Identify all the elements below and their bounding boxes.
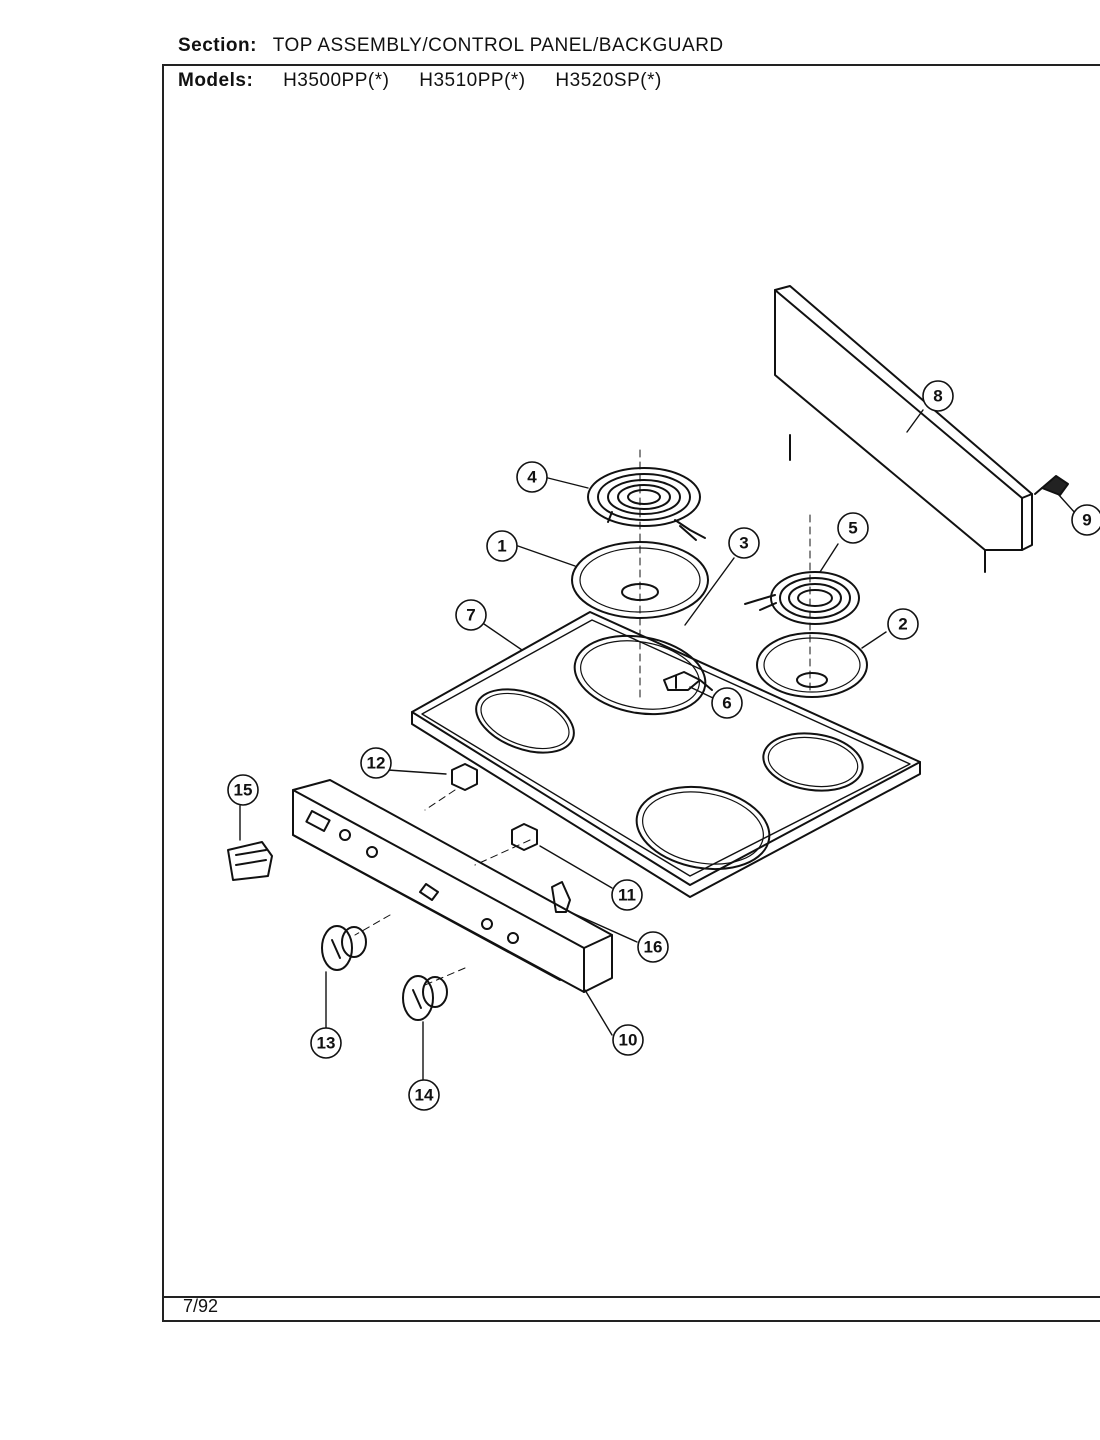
indicator-light — [227, 841, 273, 881]
backguard-panel — [774, 285, 1033, 573]
model-h3520sp: H3520SP(*) — [555, 70, 662, 91]
callout-8: 8 — [933, 387, 942, 406]
backguard-end-cap — [1034, 475, 1069, 496]
control-knob-right — [402, 975, 448, 1021]
callout-9: 9 — [1082, 511, 1091, 530]
callout-3: 3 — [739, 534, 748, 553]
footer-date: 7/92 — [183, 1296, 219, 1316]
diagram-frame — [162, 64, 1100, 1322]
models-label: Models: — [178, 70, 254, 91]
callout-12: 12 — [367, 754, 386, 773]
model-h3500pp: H3500PP(*) — [283, 70, 390, 91]
callout-10: 10 — [619, 1031, 638, 1050]
cooktop-main-top — [411, 611, 921, 898]
control-knob-left — [321, 925, 367, 971]
knob-clip — [551, 881, 571, 913]
callout-14: 14 — [415, 1086, 434, 1105]
surface-element-large — [587, 467, 706, 541]
callout-6: 6 — [722, 694, 731, 713]
drip-pan-small — [756, 632, 868, 698]
section-title-line: Section: TOP ASSEMBLY/CONTROL PANEL/BACK… — [178, 35, 724, 57]
rocker-switch — [451, 763, 478, 791]
surface-element-small — [744, 571, 860, 625]
callout-4: 4 — [527, 468, 537, 487]
control-panel — [292, 779, 613, 993]
element-receptacle — [663, 671, 713, 691]
infinite-switch — [511, 823, 538, 851]
drip-pan-large — [571, 541, 709, 619]
callout-2: 2 — [898, 615, 907, 634]
model-h3510pp: H3510PP(*) — [419, 70, 526, 91]
callout-7: 7 — [466, 606, 475, 625]
callout-1: 1 — [497, 537, 506, 556]
callout-15: 15 — [234, 781, 253, 800]
callout-11: 11 — [618, 886, 636, 905]
alignment-lines — [354, 449, 811, 986]
footer-divider — [162, 1296, 1100, 1298]
models-line: Models: H3500PP(*) H3510PP(*) H3520SP(*) — [178, 70, 662, 92]
callout-circles — [227, 380, 1100, 1111]
callout-13: 13 — [317, 1034, 336, 1053]
leader-lines — [239, 409, 1077, 1083]
callout-5: 5 — [848, 519, 857, 538]
callout-16: 16 — [644, 938, 663, 957]
section-label: Section: — [178, 35, 257, 56]
section-title: TOP ASSEMBLY/CONTROL PANEL/BACKGUARD — [272, 35, 724, 56]
